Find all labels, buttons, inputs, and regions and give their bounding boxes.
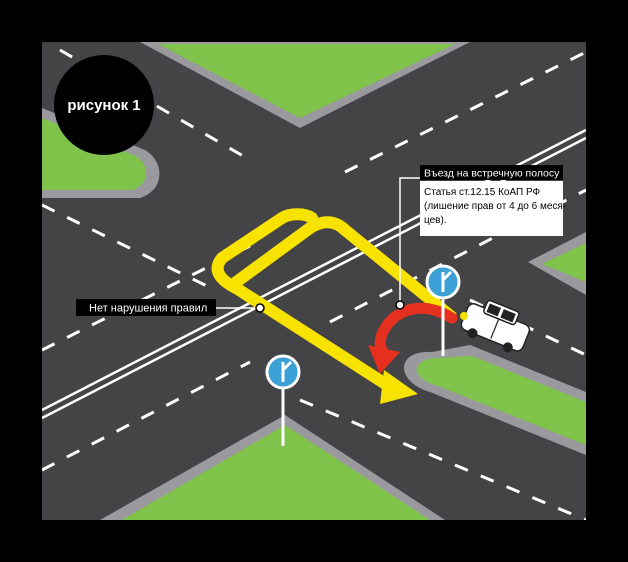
leader-dot — [255, 303, 265, 313]
road-fork-sign-icon — [265, 354, 301, 446]
callout-oncoming-line1: Статья ст.12.15 КоАП РФ — [424, 187, 541, 198]
grass-bottom — [100, 415, 445, 520]
figure-badge: рисунок 1 — [54, 55, 154, 155]
callout-no-violation: Нет нарушения правил — [76, 299, 216, 316]
callout-oncoming-line3: цев). — [424, 215, 447, 226]
grass-right — [528, 232, 586, 295]
wrong-path-arrow — [368, 302, 458, 374]
figure-badge-label: рисунок 1 — [67, 97, 140, 114]
road-fork-sign-icon — [425, 264, 461, 356]
leader-dot — [395, 300, 405, 310]
callout-oncoming-line2: (лишение прав от 4 до 6 меся- — [424, 201, 566, 212]
car-headlight — [460, 312, 468, 320]
callout-oncoming-title: Въезд на встречную полосу — [424, 168, 560, 180]
grass-lower-right — [403, 345, 586, 455]
callout-oncoming: Въезд на встречную полосу Статья ст.12.1… — [420, 165, 566, 236]
car-icon — [460, 299, 531, 353]
callout-no-violation-title: Нет нарушения правил — [89, 303, 207, 315]
grass-top — [140, 42, 470, 128]
callout-leaders — [216, 177, 420, 309]
